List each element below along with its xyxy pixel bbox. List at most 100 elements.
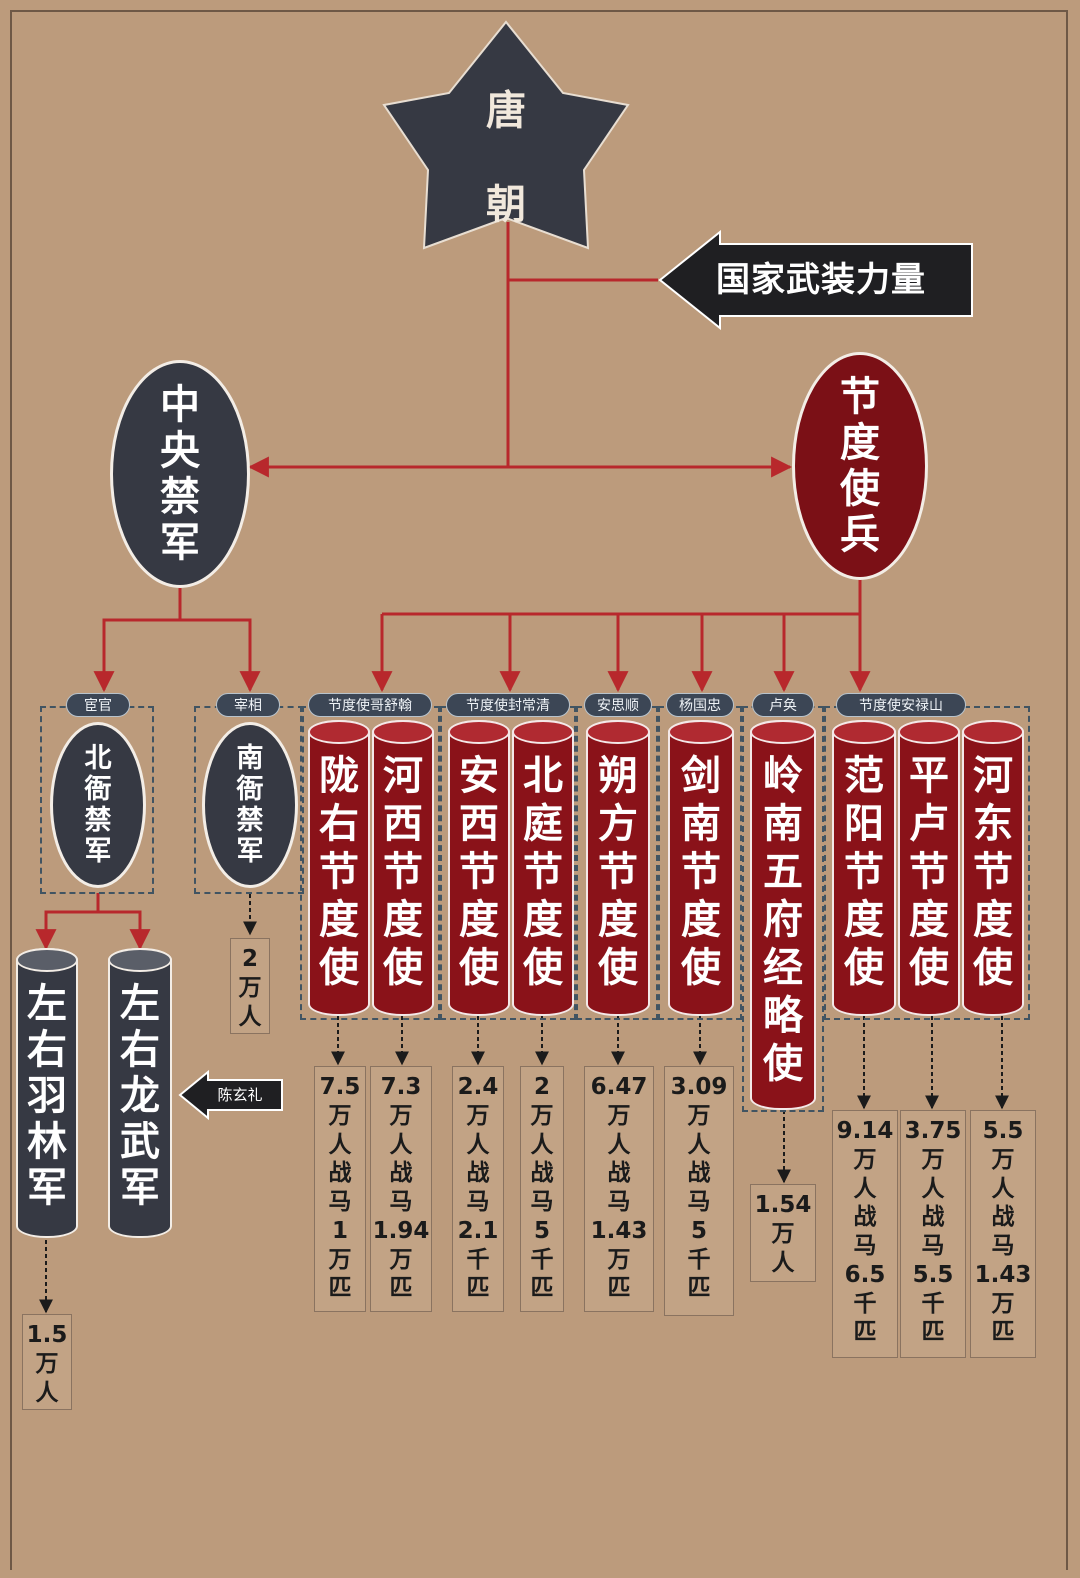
south-guard-oval: 南 衙 禁 军: [202, 722, 298, 888]
stat-text: 匹: [853, 1319, 877, 1346]
jiedu-troops-oval: 节 度 使 兵: [792, 352, 928, 580]
chen-arrow-shape: [178, 1069, 283, 1121]
stat-text: 万: [687, 1102, 711, 1129]
jiedushi-char: 度: [844, 897, 884, 943]
yulin-char: 军: [27, 1165, 67, 1211]
stat-text: 人: [687, 1131, 711, 1158]
jiedushi-char: 右: [319, 801, 359, 847]
jiedushi-char: 河: [383, 753, 423, 799]
jiedushi-char: 节: [319, 849, 359, 895]
jiedushi-char: 度: [598, 897, 638, 943]
jiedushi-char: 使: [909, 945, 949, 991]
stat-text: 战: [607, 1160, 631, 1187]
jiedushi-char: 庭: [523, 801, 563, 847]
stat-text: 2: [241, 946, 258, 972]
commander-tag-geshu: 节度使哥舒翰: [308, 693, 432, 717]
jiedushi-char: 阳: [844, 801, 884, 847]
stat-text: 1.94: [372, 1217, 430, 1244]
stat-text: 万: [328, 1246, 352, 1273]
jiedushi-cylinder: 岭南五府经略使: [750, 720, 816, 1110]
commander-tag-ansishun: 安思顺: [584, 693, 652, 717]
north-char: 军: [84, 836, 112, 867]
longwu-army-cylinder: 左 右 龙 武 军: [108, 948, 172, 1238]
jiedushi-char: 五: [763, 849, 803, 895]
jiedu-char: 兵: [840, 512, 880, 558]
stat-text: 马: [389, 1189, 413, 1215]
jiedushi-char: 节: [681, 849, 721, 895]
stat-text: 万: [607, 1246, 631, 1273]
jiedushi-char: 方: [598, 801, 638, 847]
stat-text: 万: [238, 974, 262, 1001]
jiedushi-char: 节: [844, 849, 884, 895]
stat-text: 人: [238, 1003, 262, 1030]
yulin-char: 羽: [27, 1073, 67, 1119]
jiedushi-char: 剑: [681, 753, 721, 799]
chen-xuanli-label: 陈玄礼: [217, 1086, 263, 1104]
jiedushi-char: 度: [973, 897, 1013, 943]
stat-text: 7.3: [380, 1074, 422, 1100]
stat-text: 战: [389, 1160, 413, 1187]
north-char: 衙: [84, 774, 112, 805]
stat-text: 万: [921, 1146, 945, 1173]
stat-text: 1: [331, 1217, 348, 1244]
stat-text: 人: [607, 1131, 631, 1158]
stat-text: 7.5: [319, 1074, 361, 1100]
stat-text: 万: [466, 1102, 490, 1129]
stat-text: 马: [687, 1189, 711, 1215]
jiedushi-cylinder: 安西节度使: [448, 720, 510, 1016]
stat-text: 战: [328, 1160, 352, 1187]
stat-text: 战: [853, 1204, 877, 1231]
stat-text: 万: [607, 1102, 631, 1129]
stat-text: 1.54: [754, 1192, 812, 1218]
jiedushi-char: 平: [909, 753, 949, 799]
stat-text: 人: [921, 1175, 945, 1202]
stat-text: 5: [690, 1217, 707, 1244]
jiedushi-char: 使: [383, 945, 423, 991]
jiedushi-cylinder: 陇右节度使: [308, 720, 370, 1016]
jiedushi-char: 岭: [763, 753, 803, 799]
stat-text: 战: [466, 1160, 490, 1187]
stat-text: 千: [921, 1290, 945, 1317]
stat-text: 9.14: [836, 1118, 894, 1144]
jiedushi-char: 使: [763, 1041, 803, 1087]
stat-text: 马: [991, 1233, 1015, 1259]
stat-text: 马: [466, 1189, 490, 1215]
jiedushi-char: 南: [763, 801, 803, 847]
stat-text: 万: [771, 1220, 795, 1247]
stat-text: 5.5: [982, 1118, 1024, 1144]
stat-text: 千: [853, 1290, 877, 1317]
commander-tag-anlu: 节度使安禄山: [836, 693, 966, 717]
stat-text: 匹: [687, 1275, 711, 1302]
stat-text: 万: [991, 1146, 1015, 1173]
stat-text: 千: [466, 1246, 490, 1273]
stat-text: 2.1: [457, 1217, 499, 1244]
north-guard-oval: 北 衙 禁 军: [50, 722, 146, 888]
yulin-char: 林: [27, 1119, 67, 1165]
longwu-char: 龙: [120, 1073, 160, 1119]
yulin-char: 右: [27, 1027, 67, 1073]
jiedushi-char: 节: [523, 849, 563, 895]
jiedushi-char: 使: [681, 945, 721, 991]
central-char: 军: [160, 520, 200, 566]
central-guard-oval: 中 央 禁 军: [110, 360, 250, 588]
stat-text: 万: [991, 1290, 1015, 1317]
jiedushi-char: 范: [844, 753, 884, 799]
south-char: 南: [236, 743, 264, 774]
jiedushi-char: 府: [763, 897, 803, 943]
jiedushi-char: 使: [319, 945, 359, 991]
stat-text: 千: [530, 1246, 554, 1273]
jiedushi-cylinder: 范阳节度使: [832, 720, 896, 1016]
jiedushi-char: 度: [383, 897, 423, 943]
jiedushi-char: 安: [459, 753, 499, 799]
jiedushi-char: 西: [383, 801, 423, 847]
south-char: 军: [236, 836, 264, 867]
jiedushi-char: 节: [598, 849, 638, 895]
jiedushi-char: 略: [763, 993, 803, 1039]
stat-text: 人: [853, 1175, 877, 1202]
